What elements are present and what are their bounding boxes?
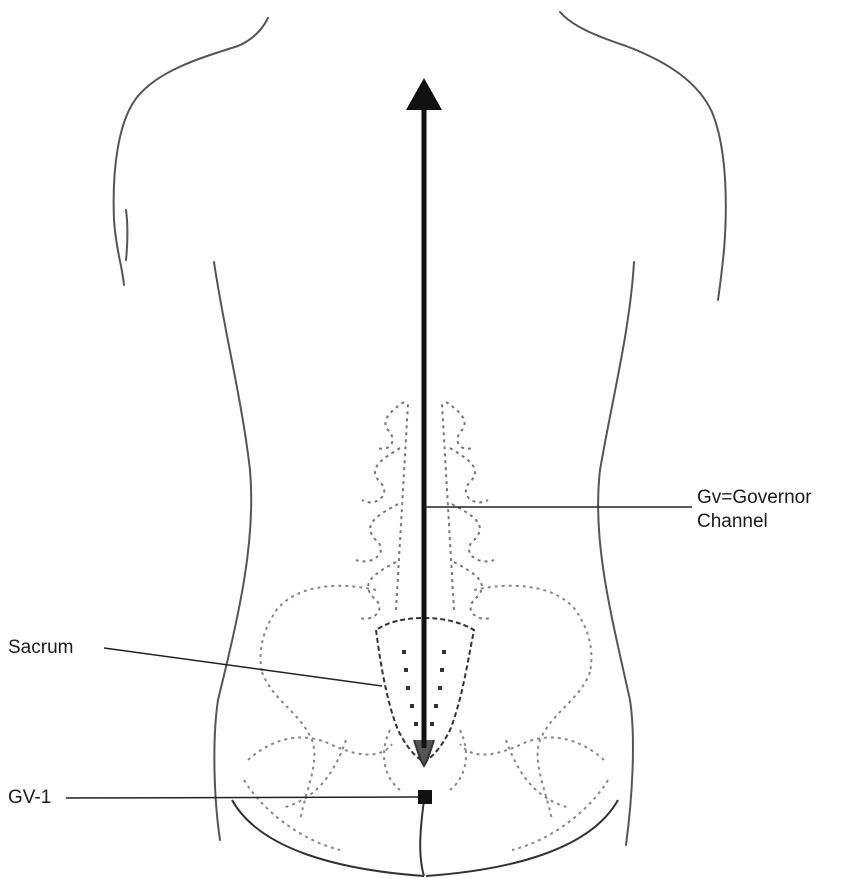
governor-channel-label-line1: Gv=Governor bbox=[697, 486, 812, 510]
sacrum-label: Sacrum bbox=[8, 636, 73, 660]
governor-channel-label: Gv=Governor Channel bbox=[697, 486, 812, 534]
gv1-leader-line bbox=[66, 797, 418, 798]
governor-channel-label-line2: Channel bbox=[697, 510, 812, 534]
sacrum-leader-line bbox=[104, 648, 382, 686]
gv1-point bbox=[418, 790, 432, 804]
governor-channel-arrow bbox=[406, 78, 442, 748]
torso-outline bbox=[114, 12, 726, 845]
gv1-label: GV-1 bbox=[8, 786, 51, 810]
buttocks-outline bbox=[232, 800, 618, 876]
